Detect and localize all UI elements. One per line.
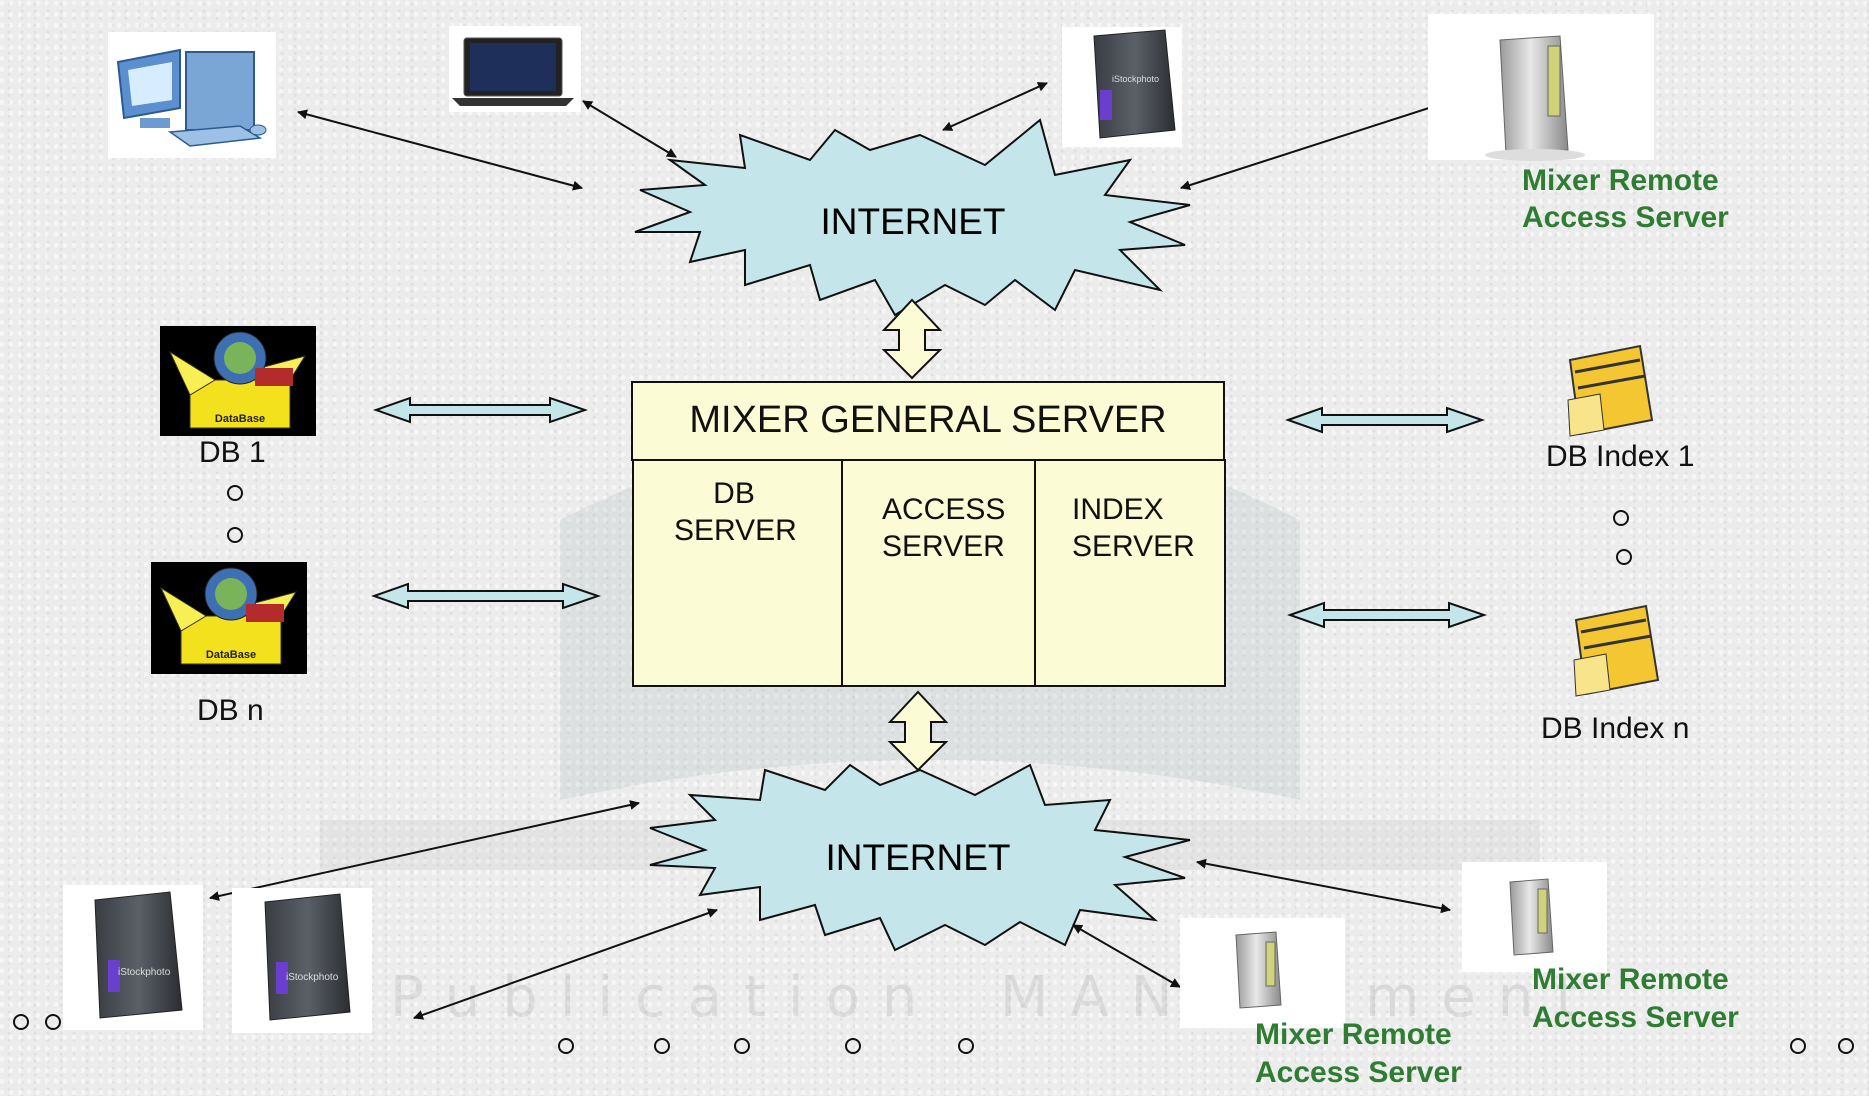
mixer-general-server-body: DB SERVER ACCESS SERVER INDEX SERVER xyxy=(632,459,1226,687)
dot-index-1 xyxy=(1613,510,1629,526)
dot-index-2 xyxy=(1616,549,1632,565)
index-server-line1: INDEX xyxy=(1072,493,1164,526)
dot-bottom-left-2 xyxy=(45,1014,61,1030)
arrow-server1-internet xyxy=(209,800,640,901)
access-server-cell: ACCESS SERVER xyxy=(882,491,1022,565)
dot-bottom-mid-5 xyxy=(958,1038,974,1054)
remote-server-label-bottom-right: Mixer Remote Access Server xyxy=(1532,963,1739,1034)
access-server-line1: ACCESS xyxy=(882,493,1006,526)
index-server-cell: INDEX SERVER xyxy=(1072,491,1212,565)
arrow-laptop-internet xyxy=(582,100,677,158)
link-server-to-cloud-bottom xyxy=(887,690,949,772)
dot-bottom-right-2 xyxy=(1838,1038,1854,1054)
db-server-line2: SERVER xyxy=(674,514,797,547)
stock-mark-bottom-1: iStockphoto xyxy=(118,967,171,978)
db-server-cell: DB SERVER xyxy=(674,475,797,549)
arrow-remote-internet-top xyxy=(1180,94,1467,190)
remote-server-icon-top-right xyxy=(1428,14,1654,161)
dot-bottom-right-1 xyxy=(1790,1038,1806,1054)
arrow-internet-remote-right xyxy=(1196,858,1451,914)
remote-server-label-bottom-center: Mixer Remote Access Server xyxy=(1255,1018,1462,1089)
database-icon-n: DataBase xyxy=(151,562,307,674)
index-cabinet-icon-1 xyxy=(1567,344,1654,437)
db-server-line1: DB xyxy=(713,477,755,510)
dot-db-1 xyxy=(227,485,243,501)
database-box-text-n: DataBase xyxy=(206,649,256,661)
db-n-label: DB n xyxy=(197,694,264,727)
arrow-internet-remote-center xyxy=(1072,924,1181,988)
server-tower-icon-bottom-2: iStockphoto xyxy=(232,888,372,1033)
remote-server-label-top-right-line2: Access Server xyxy=(1522,201,1729,234)
db-1-label: DB 1 xyxy=(199,436,266,469)
dot-bottom-mid-4 xyxy=(845,1038,861,1054)
stock-mark-top: iStockphoto xyxy=(1112,74,1159,84)
link-db1-server xyxy=(372,396,589,424)
mixer-general-server-title: MIXER GENERAL SERVER xyxy=(689,399,1167,441)
database-box-text-1: DataBase xyxy=(215,413,265,425)
dot-bottom-mid-2 xyxy=(654,1038,670,1054)
index-server-line2: SERVER xyxy=(1072,530,1195,563)
internet-cloud-top: INTERNET xyxy=(634,118,1191,317)
server-tower-icon-bottom-1: iStockphoto xyxy=(63,885,203,1030)
link-server-index1 xyxy=(1284,406,1486,434)
remote-server-icon-bottom-center xyxy=(1180,918,1345,1028)
link-server-indexn xyxy=(1286,601,1488,629)
database-icon-1: DataBase xyxy=(160,326,316,436)
db-index-1-label: DB Index 1 xyxy=(1546,440,1695,473)
index-cabinet-icon-n xyxy=(1573,604,1660,697)
arrow-server-internet xyxy=(942,82,1048,131)
desktop-computer-icon xyxy=(108,32,276,158)
server-tower-icon-top: iStockphoto xyxy=(1062,27,1182,147)
mixer-general-server-title-box: MIXER GENERAL SERVER xyxy=(631,381,1225,461)
connectors xyxy=(209,82,1467,1020)
dot-bottom-mid-1 xyxy=(558,1038,574,1054)
arrow-server2-internet xyxy=(413,908,718,1020)
internet-label-bottom: INTERNET xyxy=(826,837,1011,878)
link-dbn-server xyxy=(370,582,602,610)
laptop-icon xyxy=(449,26,581,112)
arrow-desktop-internet xyxy=(297,109,583,191)
internet-label-top: INTERNET xyxy=(821,201,1006,242)
dot-db-2 xyxy=(227,527,243,543)
ellipsis-dots xyxy=(13,485,1854,1054)
access-server-line2: SERVER xyxy=(882,530,1005,563)
dot-bottom-mid-3 xyxy=(734,1038,750,1054)
remote-server-label-top-right-line1: Mixer Remote xyxy=(1522,164,1719,197)
db-index-n-label: DB Index n xyxy=(1541,712,1690,745)
dot-bottom-left-1 xyxy=(13,1014,29,1030)
stock-mark-bottom-2: iStockphoto xyxy=(286,972,339,983)
internet-cloud-bottom: INTERNET xyxy=(649,763,1191,952)
link-cloud-top-to-server xyxy=(881,298,943,380)
remote-server-icon-bottom-right xyxy=(1462,862,1607,972)
